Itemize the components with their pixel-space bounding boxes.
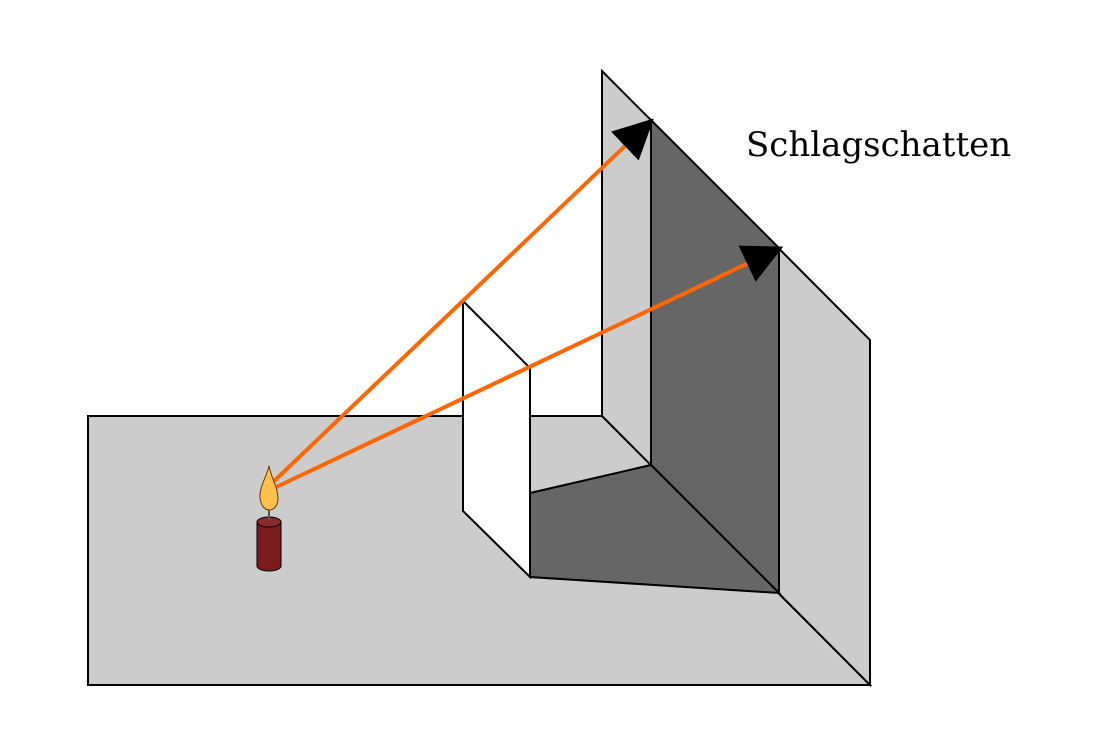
flame-icon [259, 465, 279, 511]
candle-body [256, 521, 282, 572]
obstacle-panel [462, 298, 531, 580]
light-ray-upper [268, 118, 654, 487]
candle-icon [256, 465, 282, 572]
light-ray-lower [268, 245, 784, 492]
shadow-label: Schlagschatten [746, 125, 1012, 165]
